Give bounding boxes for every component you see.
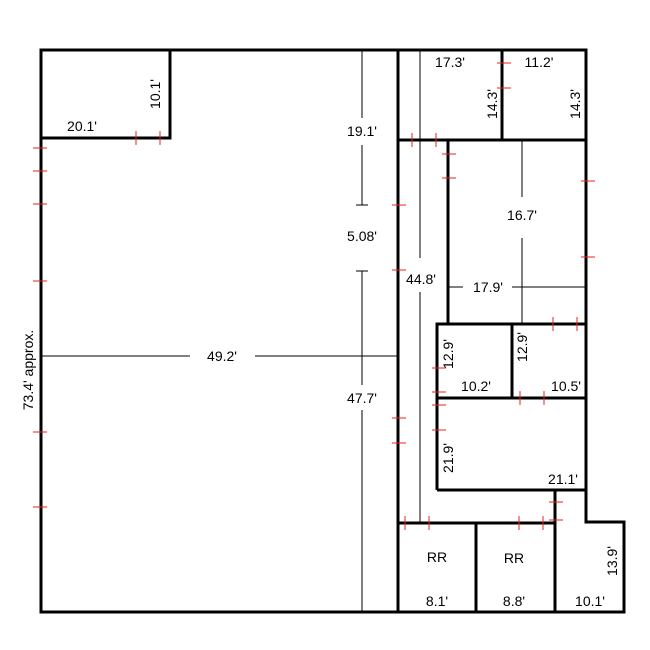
- office-b-width-label: 11.2': [525, 54, 554, 70]
- room-d-wall: [435, 322, 586, 490]
- closet-wall: [41, 50, 172, 140]
- office-a-height-label: 14.3': [484, 89, 500, 119]
- room-d-height-label: 12.9': [440, 339, 456, 369]
- room-e-width-label: 10.5': [551, 378, 581, 394]
- overall-height-label: 73.4' approx.: [20, 330, 36, 411]
- restroom-1-label: RR: [427, 549, 447, 565]
- room-c-width-label: 17.9': [473, 279, 503, 295]
- main-upper-depth-label: 19.1': [347, 123, 377, 139]
- main-width-label: 49.2': [207, 348, 237, 364]
- room-g-width-label: 10.1': [575, 593, 605, 609]
- door-tick-marks: [33, 62, 595, 530]
- room-e-height-label: 12.9': [514, 332, 530, 362]
- walls: [39, 48, 626, 614]
- office-a-width-label: 17.3': [435, 54, 465, 70]
- dimension-lines: [41, 50, 586, 612]
- room-c-height-label: 16.7': [507, 207, 537, 223]
- right-wing-wall: [398, 48, 626, 614]
- main-room-wall: [39, 48, 400, 614]
- corridor-length-label: 44.8': [406, 271, 436, 287]
- office-b-height-label: 14.3': [567, 89, 583, 119]
- closet-width-label: 20.1': [67, 118, 97, 134]
- restroom-2-width-label: 8.8': [503, 593, 525, 609]
- room-d-width-label: 10.2': [461, 378, 491, 394]
- room-f-height-label: 21.9': [440, 443, 456, 473]
- restroom-2-label: RR: [504, 550, 524, 566]
- restroom-1-width-label: 8.1': [426, 593, 448, 609]
- main-gap-label: 5.08': [347, 228, 377, 244]
- main-height-label: 47.7': [347, 390, 377, 406]
- closet-height-label: 10.1': [147, 79, 163, 109]
- room-g-height-label: 13.9': [604, 546, 620, 576]
- room-f-width-label: 21.1': [548, 471, 578, 487]
